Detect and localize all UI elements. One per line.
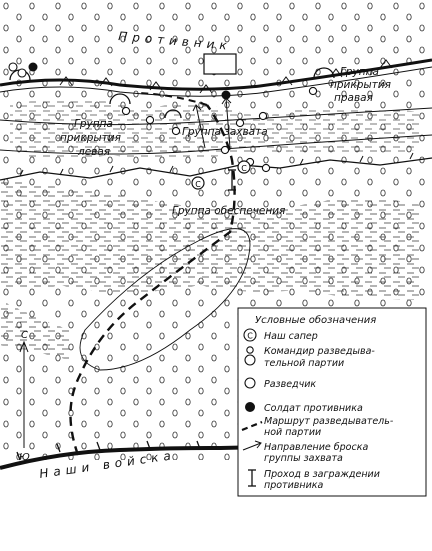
compass: С Ю xyxy=(19,330,30,463)
enemy-trench xyxy=(0,58,432,97)
cover-position-icon xyxy=(9,67,335,119)
legend-item-commander-1: Командир разведыва- xyxy=(264,346,375,357)
legend-route-icon xyxy=(241,420,263,432)
legend-item-enemy: Солдат противника xyxy=(264,403,363,414)
legend-passage-icon xyxy=(248,469,256,487)
legend-item-scout: Разведчик xyxy=(264,379,316,390)
sapper-icon: С С xyxy=(191,160,251,190)
legend-item-assault-1: Направление броска xyxy=(264,442,368,453)
legend-sapper-icon xyxy=(243,328,257,342)
terrain-contour xyxy=(79,228,251,371)
cover-left-label-3: левая xyxy=(77,146,110,158)
legend-item-passage-1: Проход в заграждении xyxy=(264,469,380,480)
route-line xyxy=(139,92,208,106)
cover-left-label-2: прикрытия xyxy=(60,132,121,144)
route-line xyxy=(69,104,236,456)
legend-item-route-1: Маршрут разведыватель- xyxy=(264,416,394,427)
compass-south: Ю xyxy=(19,452,30,463)
legend-item-commander-2: тельной партии xyxy=(264,358,344,369)
legend-item-passage-2: противника xyxy=(264,480,323,491)
legend-item-route-2: ной партии xyxy=(264,427,321,438)
legend-item-assault-2: группы захвата xyxy=(264,453,343,464)
legend-assault-icon xyxy=(242,440,262,451)
compass-north: С xyxy=(21,330,28,341)
cover-left-label-1: Группа xyxy=(74,118,113,130)
legend-scout-icon xyxy=(244,377,256,389)
support-group-label: Группа обеспечения xyxy=(172,205,285,217)
assault-arrow-icon xyxy=(192,97,232,149)
enemy-soldier-icon xyxy=(28,62,38,72)
legend-commander-icon xyxy=(244,346,256,366)
legend-title: Условные обозначения xyxy=(255,314,376,326)
wire-obstacle xyxy=(0,107,432,181)
legend-enemy-icon xyxy=(245,402,255,412)
cover-right-label-2: прикрытия xyxy=(330,79,391,91)
cover-right-label-3: правая xyxy=(334,92,373,104)
legend-item-sapper: Наш сапер xyxy=(264,331,318,342)
svg-text:С: С xyxy=(195,180,201,189)
capture-group-label: Группа захвата xyxy=(182,126,268,138)
cover-right-label-1: Группа xyxy=(340,66,379,78)
scout-icon xyxy=(8,62,318,173)
legend-sapper-symbol: С xyxy=(247,332,253,341)
svg-text:С: С xyxy=(241,164,247,173)
legend: Условные обозначения С Наш сапер Команди… xyxy=(237,307,427,497)
enemy-dugout xyxy=(203,53,237,75)
enemy-soldier-icon xyxy=(221,90,231,100)
passage-gap-icon xyxy=(228,169,236,191)
